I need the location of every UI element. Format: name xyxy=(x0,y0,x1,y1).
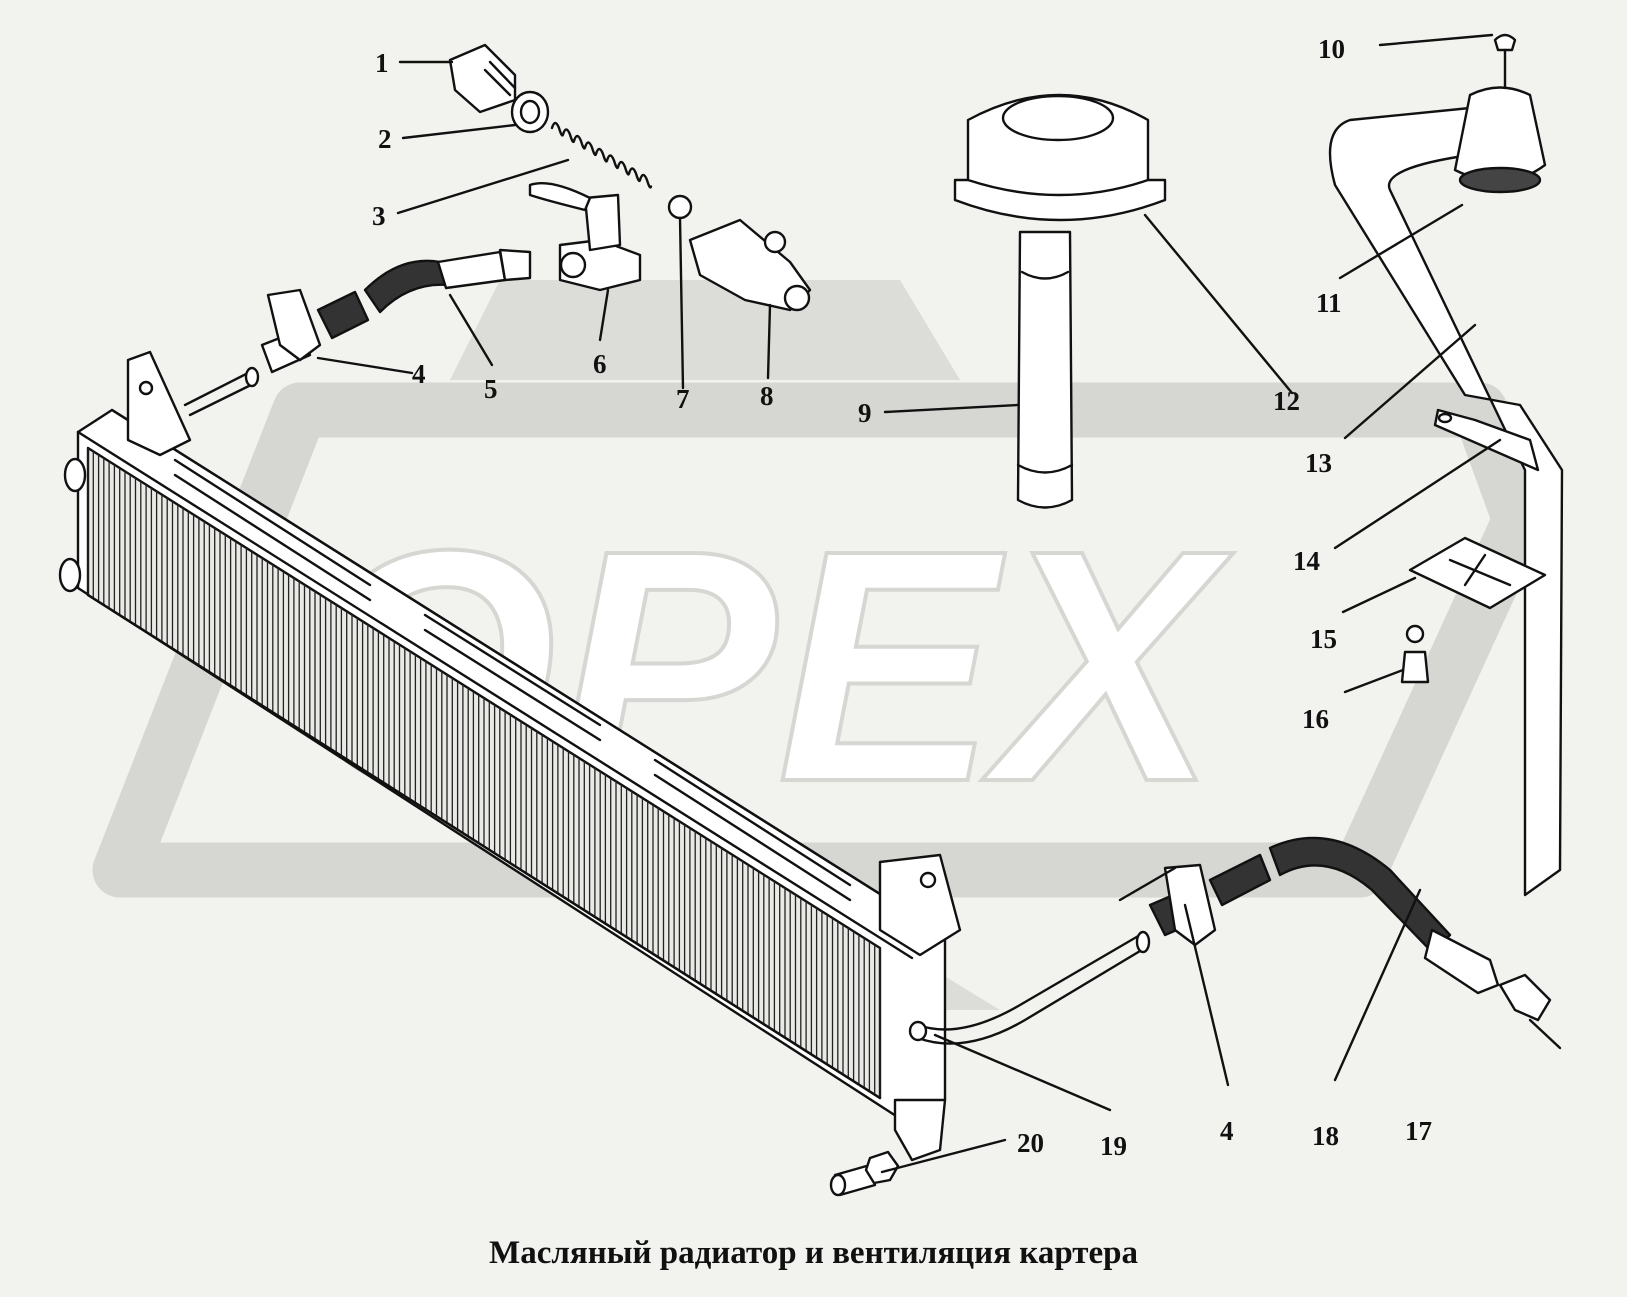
callout-16: 16 xyxy=(1302,704,1329,734)
callout-20: 20 xyxy=(1017,1128,1044,1158)
upper-oil-line xyxy=(183,43,812,417)
callout-14: 14 xyxy=(1293,546,1320,576)
radiator-fins xyxy=(87,448,881,1098)
diagram-caption: Масляный радиатор и вентиляция картера xyxy=(489,1235,1138,1271)
callout-9: 9 xyxy=(858,398,872,428)
callout-5: 5 xyxy=(484,374,498,404)
callout-13: 13 xyxy=(1305,448,1332,478)
callout-18: 18 xyxy=(1312,1121,1339,1151)
oil-radiator xyxy=(58,350,962,1162)
ventilation-pipe xyxy=(1328,33,1564,897)
callout-4-lower: 4 xyxy=(1220,1116,1234,1146)
callout-11: 11 xyxy=(1316,288,1342,318)
callout-7: 7 xyxy=(676,384,690,414)
callout-labels: 1 2 3 4 5 6 7 8 9 10 11 12 13 14 15 16 1… xyxy=(372,34,1432,1161)
callout-12: 12 xyxy=(1273,386,1300,416)
callout-1: 1 xyxy=(375,48,389,78)
callout-2: 2 xyxy=(378,124,392,154)
callout-6: 6 xyxy=(593,349,607,379)
callout-8: 8 xyxy=(760,381,774,411)
callout-4-upper: 4 xyxy=(412,359,426,389)
callout-15: 15 xyxy=(1310,624,1337,654)
leader-lines xyxy=(316,33,1562,1174)
callout-3: 3 xyxy=(372,201,386,231)
callout-19: 19 xyxy=(1100,1131,1127,1161)
callout-10: 10 xyxy=(1318,34,1345,64)
callout-17: 17 xyxy=(1405,1116,1432,1146)
breather-filter xyxy=(953,93,1167,509)
